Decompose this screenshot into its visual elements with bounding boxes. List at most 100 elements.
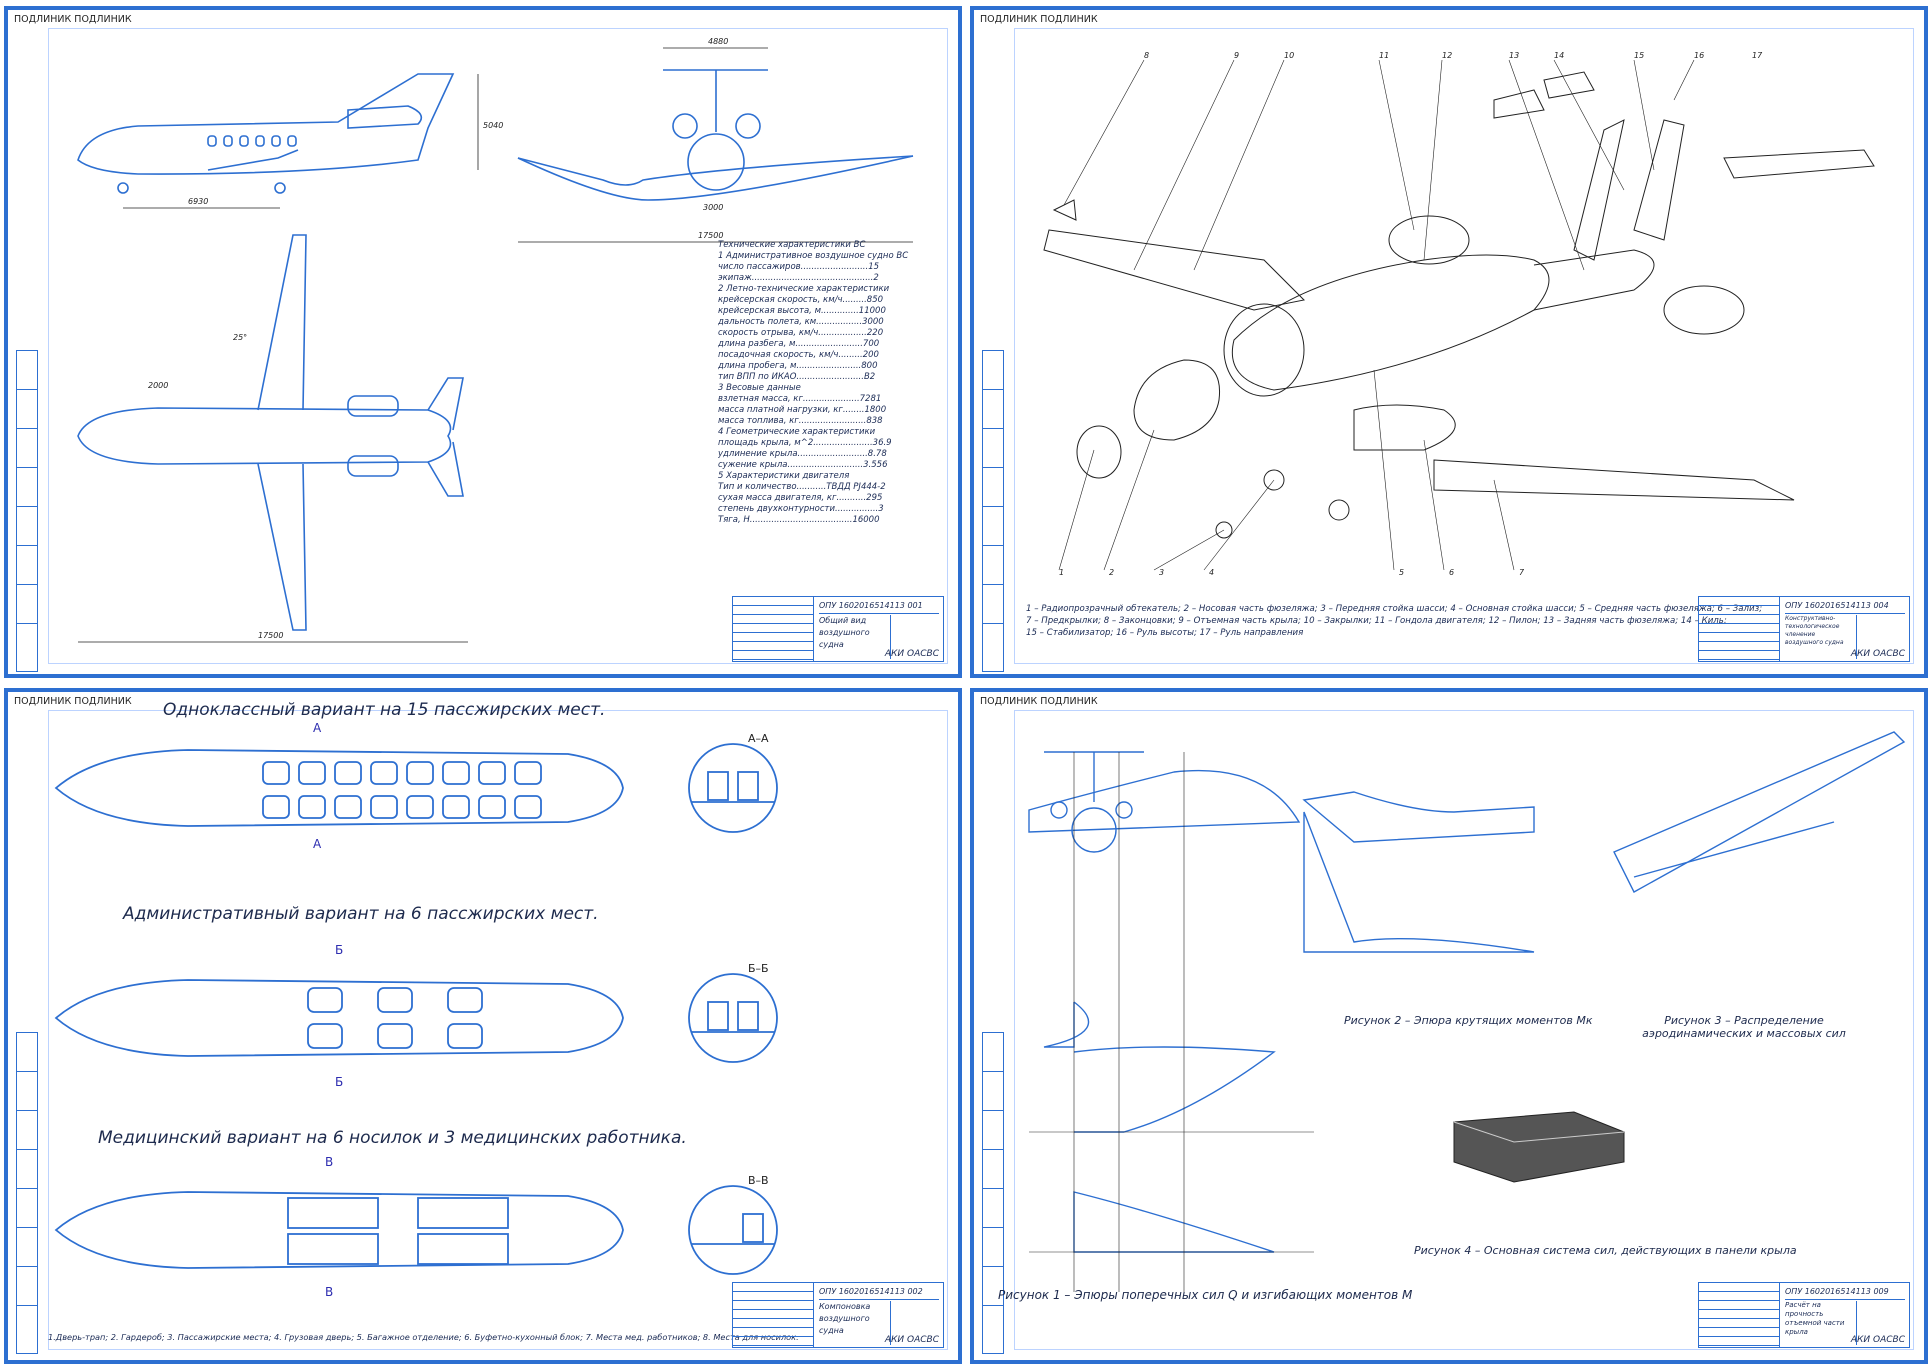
doc-code: ОПУ 1602016514113 001 — [819, 599, 939, 614]
dim-height: 5040 — [483, 121, 503, 130]
layout-title: Медицинский вариант на 6 носилок и 3 мед… — [98, 1128, 687, 1148]
passenger-seat — [406, 761, 434, 785]
sheet-layouts: ПОДЛИНИК ПОДЛИНИК Одноклассный вариант н… — [4, 688, 962, 1364]
doc-org: АКИ ОАСВС — [884, 649, 939, 659]
sheet-code: ПОДЛИНИК ПОДЛИНИК — [980, 696, 1098, 707]
part-number: 11 — [1379, 51, 1389, 60]
passenger-seat — [442, 795, 470, 819]
passenger-seat — [262, 761, 290, 785]
spec-line: масса топлива, кг.......................… — [718, 416, 883, 426]
aircraft-general-view-drawing: 6930 17500 17500 4880 5040 3000 25° 2000 — [77, 37, 914, 643]
part-number: 2 — [1109, 568, 1114, 577]
dim-sweep: 25° — [233, 333, 247, 342]
spec-line: площадь крыла, м^2......................… — [718, 438, 892, 448]
spec-line: 3 Весовые данные — [718, 383, 801, 393]
part-number: 14 — [1554, 51, 1564, 60]
dim-span: 17500 — [698, 231, 723, 240]
title-block: ОПУ 1602016514113 002 Компоновка воздушн… — [732, 1282, 944, 1348]
dim-track: 3000 — [703, 203, 723, 212]
part-number: 15 — [1634, 51, 1644, 60]
part-number: 13 — [1509, 51, 1519, 60]
side-strip — [16, 1032, 38, 1354]
passenger-seat — [478, 795, 506, 819]
section-mark: А — [313, 721, 322, 735]
part-number: 12 — [1442, 51, 1452, 60]
spec-line: крейсерская скорость, км/ч.........850 — [718, 295, 884, 305]
spec-line: 4 Геометрические характеристики — [718, 427, 876, 437]
layout-title: Административный вариант на 6 пассжирски… — [123, 904, 599, 924]
spec-line: взлетная масса, кг.....................7… — [718, 394, 882, 404]
spec-line: 1 Административное воздушное судно ВС — [718, 251, 909, 261]
side-strip — [982, 1032, 1004, 1354]
spec-line: экипаж..................................… — [718, 273, 879, 283]
section-mark: Б — [335, 1075, 343, 1089]
figure-caption: Рисунок 3 – Распределение аэродинамическ… — [1642, 1014, 1846, 1040]
spec-line: число пассажиров........................… — [718, 262, 880, 272]
section-label: А–А — [748, 732, 769, 745]
title-block: ОПУ 1602016514113 004 Конструктивно-техн… — [1698, 596, 1910, 662]
part-number: 4 — [1209, 568, 1214, 577]
section-label: Б–Б — [748, 962, 769, 975]
figure-caption: Рисунок 2 – Эпюра крутящих моментов Mк — [1344, 1014, 1593, 1027]
sheet-code: ПОДЛИНИК ПОДЛИНИК — [980, 14, 1098, 25]
dim-cabin: 2000 — [148, 381, 168, 390]
spec-line: Тяга, Н.................................… — [718, 515, 880, 525]
spec-line: Технические характеристики ВС — [718, 240, 866, 250]
doc-code: ОПУ 1602016514113 009 — [1785, 1285, 1905, 1300]
passenger-seat — [334, 761, 362, 785]
doc-code: ОПУ 1602016514113 002 — [819, 1285, 939, 1300]
sheet-general-view: ПОДЛИНИК ПОДЛИНИК — [4, 6, 962, 678]
sheet-strength: ПОДЛИНИК ПОДЛИНИК Рисунок 1 – Эпюры попе… — [970, 688, 1928, 1364]
part-number: 8 — [1144, 51, 1149, 60]
strength-diagrams — [1028, 731, 1906, 1292]
part-number: 3 — [1159, 568, 1164, 577]
spec-line: посадочная скорость, км/ч.........200 — [718, 350, 879, 360]
passenger-seat — [262, 795, 290, 819]
passenger-seat — [514, 795, 542, 819]
spec-line: масса платной нагрузки, кг........1800 — [718, 405, 887, 415]
figure-caption: Рисунок 1 – Эпюры поперечных сил Q и изг… — [998, 1288, 1413, 1302]
spec-line: длина пробега, м........................… — [718, 361, 878, 371]
part-number: 5 — [1399, 568, 1404, 577]
dim-length: 17500 — [258, 631, 283, 640]
doc-org: АКИ ОАСВС — [1850, 649, 1905, 659]
passenger-seat — [514, 761, 542, 785]
spec-line: крейсерская высота, м..............11000 — [718, 306, 886, 316]
sheet-frame — [1014, 28, 1914, 664]
part-number: 6 — [1449, 568, 1454, 577]
layout-title: Одноклассный вариант на 15 пассжирских м… — [163, 700, 606, 720]
spec-line: 2 Летно-технические характеристики — [718, 284, 890, 294]
sheet-frame — [48, 28, 948, 664]
spec-line: тип ВПП по ИКАО.........................… — [718, 372, 876, 382]
doc-name: Расчёт на прочность отъемной части крыла — [1785, 1301, 1845, 1336]
passenger-seat — [406, 795, 434, 819]
dim-base: 6930 — [188, 197, 208, 206]
sheet-frame — [48, 710, 948, 1350]
title-block: ОПУ 1602016514113 009 Расчёт на прочност… — [1698, 1282, 1910, 1348]
passenger-seat — [334, 795, 362, 819]
sheet-code: ПОДЛИНИК ПОДЛИНИК — [14, 696, 132, 707]
doc-name: Конструктивно-технологическое членение в… — [1785, 615, 1844, 646]
passenger-seat — [298, 795, 326, 819]
spec-line: удлинение крыла.........................… — [718, 449, 887, 459]
section-mark: В — [325, 1285, 333, 1299]
spec-line: степень двухконтурности................3 — [718, 504, 884, 514]
title-block: ОПУ 1602016514113 001 Общий вид воздушно… — [732, 596, 944, 662]
spec-line: Тип и количество...........ТВДД PJ444-2 — [718, 482, 886, 492]
spec-line: 5 Характеристики двигателя — [718, 471, 850, 481]
legend-line: 15 – Стабилизатор; 16 – Руль высоты; 17 … — [1026, 628, 1304, 638]
legend: 1.Дверь-трап; 2. Гардероб; 3. Пассажирск… — [48, 1332, 799, 1342]
sheet-exploded-view: ПОДЛИНИК ПОДЛИНИК — [970, 6, 1928, 678]
figure-caption: Рисунок 4 – Основная система сил, действ… — [1414, 1244, 1797, 1257]
spec-line: дальность полета, км.................300… — [718, 317, 884, 327]
part-number: 7 — [1519, 568, 1525, 577]
section-mark: В — [325, 1155, 333, 1169]
doc-name: Общий вид воздушного судна — [819, 616, 870, 649]
section-mark: Б — [335, 943, 343, 957]
doc-org: АКИ ОАСВС — [1850, 1335, 1905, 1345]
doc-code: ОПУ 1602016514113 004 — [1785, 599, 1905, 614]
part-number: 1 — [1059, 568, 1064, 577]
passenger-seat — [298, 761, 326, 785]
